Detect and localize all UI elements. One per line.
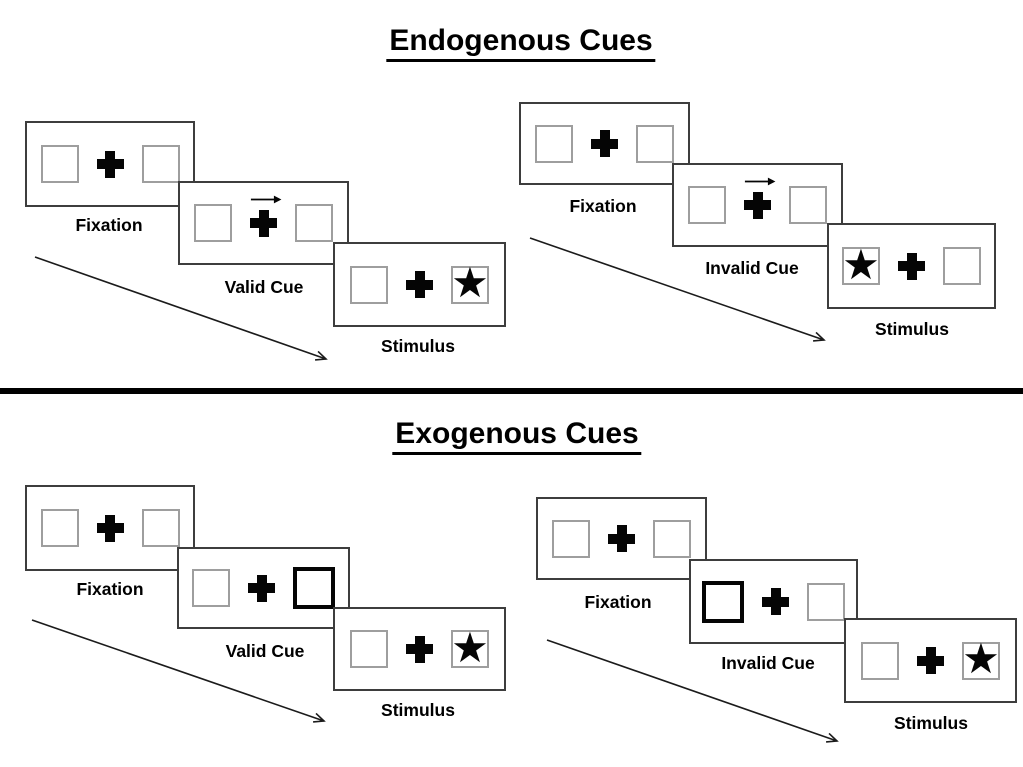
panel-exogenous-invalid-stimulus: ★ [844,618,1017,703]
step-label-fixation: Fixation [76,579,144,599]
step-label-fixation: Fixation [75,215,143,235]
fixation-cross [608,525,635,552]
left-box [350,265,388,304]
arrow-endogenous-invalid [529,237,826,342]
section-divider [0,388,1023,394]
left-box [535,124,573,163]
left-box [552,519,590,558]
left-box [688,186,726,224]
arrow-right-cue-icon [744,177,775,185]
left-box [194,204,232,242]
panel-endogenous-valid-stimulus: ★ [333,242,506,327]
left-cue-highlight-box [702,580,744,623]
panel-endogenous-valid-cue [178,181,349,265]
arrow-right-cue-icon [250,195,281,203]
star-icon: ★ [962,635,1000,682]
left-box [861,641,899,680]
left-box [192,569,230,607]
fixation-cross [762,588,789,615]
step-label-fixation: Fixation [584,592,652,612]
arrow-endogenous-valid [34,256,328,361]
right-target-box: ★ [962,635,1000,682]
plus-icon [96,514,124,542]
fixation-cross [406,635,433,663]
right-box [141,145,180,183]
panel-endogenous-invalid-fixation [519,102,690,185]
right-target-box: ★ [451,259,489,306]
step-label-invalid-cue: Invalid Cue [705,258,799,278]
right-cue-highlight-box [293,567,335,609]
panel-endogenous-invalid-cue [672,163,843,247]
plus-icon [591,130,618,157]
plus-icon [248,574,275,602]
step-label-stimulus: Stimulus [894,713,968,733]
panel-exogenous-invalid-cue [689,559,858,644]
plus-icon [762,588,789,615]
fixation-cross [898,252,925,280]
right-box [653,519,691,558]
left-box [40,145,79,183]
fixation-cross [744,177,775,219]
step-label-fixation: Fixation [569,196,637,216]
panel-exogenous-valid-cue [177,547,350,629]
right-box [636,124,674,163]
arrow-exogenous-valid [31,619,326,723]
panel-exogenous-valid-stimulus: ★ [333,607,506,691]
panel-exogenous-invalid-fixation [536,497,707,580]
plus-icon [406,271,433,298]
fixation-cross [591,130,618,157]
fixation-cross [917,647,944,674]
right-target-box: ★ [451,623,489,671]
title-exogenous: Exogenous Cues [392,417,642,455]
plus-icon [96,150,124,178]
step-label-valid-cue: Valid Cue [224,277,304,297]
plus-icon [608,525,635,552]
panel-endogenous-invalid-stimulus: ★ [827,223,996,309]
left-box [350,630,388,668]
right-box [807,582,845,621]
plus-icon [917,647,944,674]
star-icon: ★ [451,623,489,671]
plus-icon [250,209,277,237]
plus-icon [744,191,771,219]
fixation-cross [406,271,433,298]
title-endogenous: Endogenous Cues [386,24,656,62]
fixation-cross [248,574,275,602]
star-icon: ★ [842,240,880,288]
left-target-box: ★ [842,240,880,288]
panel-endogenous-valid-fixation [25,121,195,207]
right-box [141,509,180,547]
plus-icon [406,635,433,663]
right-box [789,186,827,224]
star-icon: ★ [451,259,489,306]
left-box [40,509,79,547]
fixation-cross [96,150,124,178]
step-label-stimulus: Stimulus [381,700,455,720]
step-label-invalid-cue: Invalid Cue [721,653,815,673]
fixation-cross [250,195,281,237]
panel-exogenous-valid-fixation [25,485,195,571]
step-label-stimulus: Stimulus [381,336,455,356]
plus-icon [898,252,925,280]
step-label-valid-cue: Valid Cue [225,641,305,661]
fixation-cross [96,514,124,542]
step-label-stimulus: Stimulus [875,319,949,339]
right-box [295,204,333,242]
right-box [943,247,981,285]
